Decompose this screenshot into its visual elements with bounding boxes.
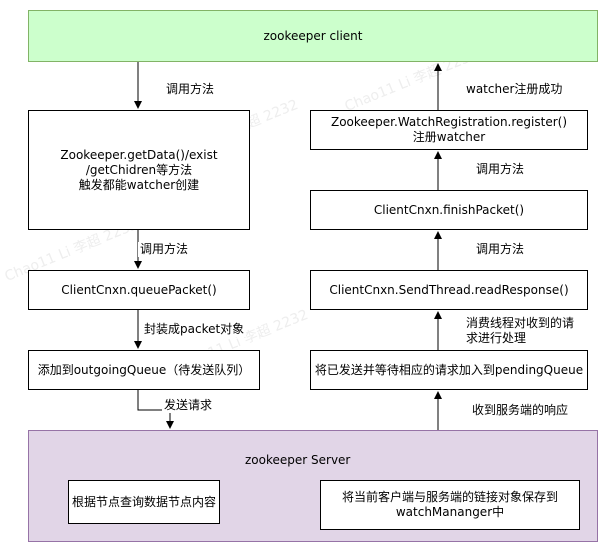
pending-queue-box: 将已发送并等待相应的请求加入到pendingQueue: [310, 350, 588, 390]
zookeeper-client-box: zookeeper client: [28, 10, 598, 62]
edge-label-response: 收到服务端的响应: [470, 403, 571, 418]
save-watch-box: 将当前客户端与服务端的链接对象保存到 watchMananger中: [320, 480, 580, 530]
queue-packet-box: ClientCnxn.queuePacket(): [28, 270, 250, 310]
edge-label-call-3: 调用方法: [474, 242, 527, 257]
edge-label-wrap: 封装成packet对象: [142, 322, 247, 337]
edge-label-call-1: 调用方法: [164, 82, 217, 97]
query-node-label: 根据节点查询数据节点内容: [71, 494, 216, 509]
outgoing-queue-label: 添加到outgoingQueue（待发送队列）: [37, 362, 251, 377]
edge-label-success: watcher注册成功: [464, 82, 565, 97]
zookeeper-client-label: zookeeper client: [263, 28, 363, 43]
read-response-box: ClientCnxn.SendThread.readResponse(): [310, 270, 588, 310]
pending-queue-label: 将已发送并等待相应的请求加入到pendingQueue: [314, 362, 584, 377]
edge-label-call-4: 调用方法: [474, 162, 527, 177]
zookeeper-server-label: zookeeper Server: [245, 453, 351, 467]
query-node-box: 根据节点查询数据节点内容: [68, 480, 220, 524]
edge-label-send: 发送请求: [162, 398, 215, 413]
register-box: Zookeeper.WatchRegistration.register() 注…: [310, 110, 588, 150]
register-label: Zookeeper.WatchRegistration.register() 注…: [330, 115, 567, 144]
finish-packet-box: ClientCnxn.finishPacket(): [310, 190, 588, 230]
getdata-label: Zookeeper.getData()/exist /getChidren等方法…: [60, 147, 218, 192]
finish-packet-label: ClientCnxn.finishPacket(): [373, 202, 525, 217]
read-response-label: ClientCnxn.SendThread.readResponse(): [329, 282, 569, 297]
queue-packet-label: ClientCnxn.queuePacket(): [61, 282, 217, 297]
edge-outgoing-to-server: [137, 390, 174, 429]
save-watch-label: 将当前客户端与服务端的链接对象保存到 watchMananger中: [341, 490, 558, 519]
getdata-box: Zookeeper.getData()/exist /getChidren等方法…: [28, 110, 250, 230]
outgoing-queue-box: 添加到outgoingQueue（待发送队列）: [28, 350, 260, 390]
edge-label-consume: 消费线程对收到的请 求进行处理: [464, 316, 577, 346]
edge-label-call-2: 调用方法: [138, 242, 191, 257]
